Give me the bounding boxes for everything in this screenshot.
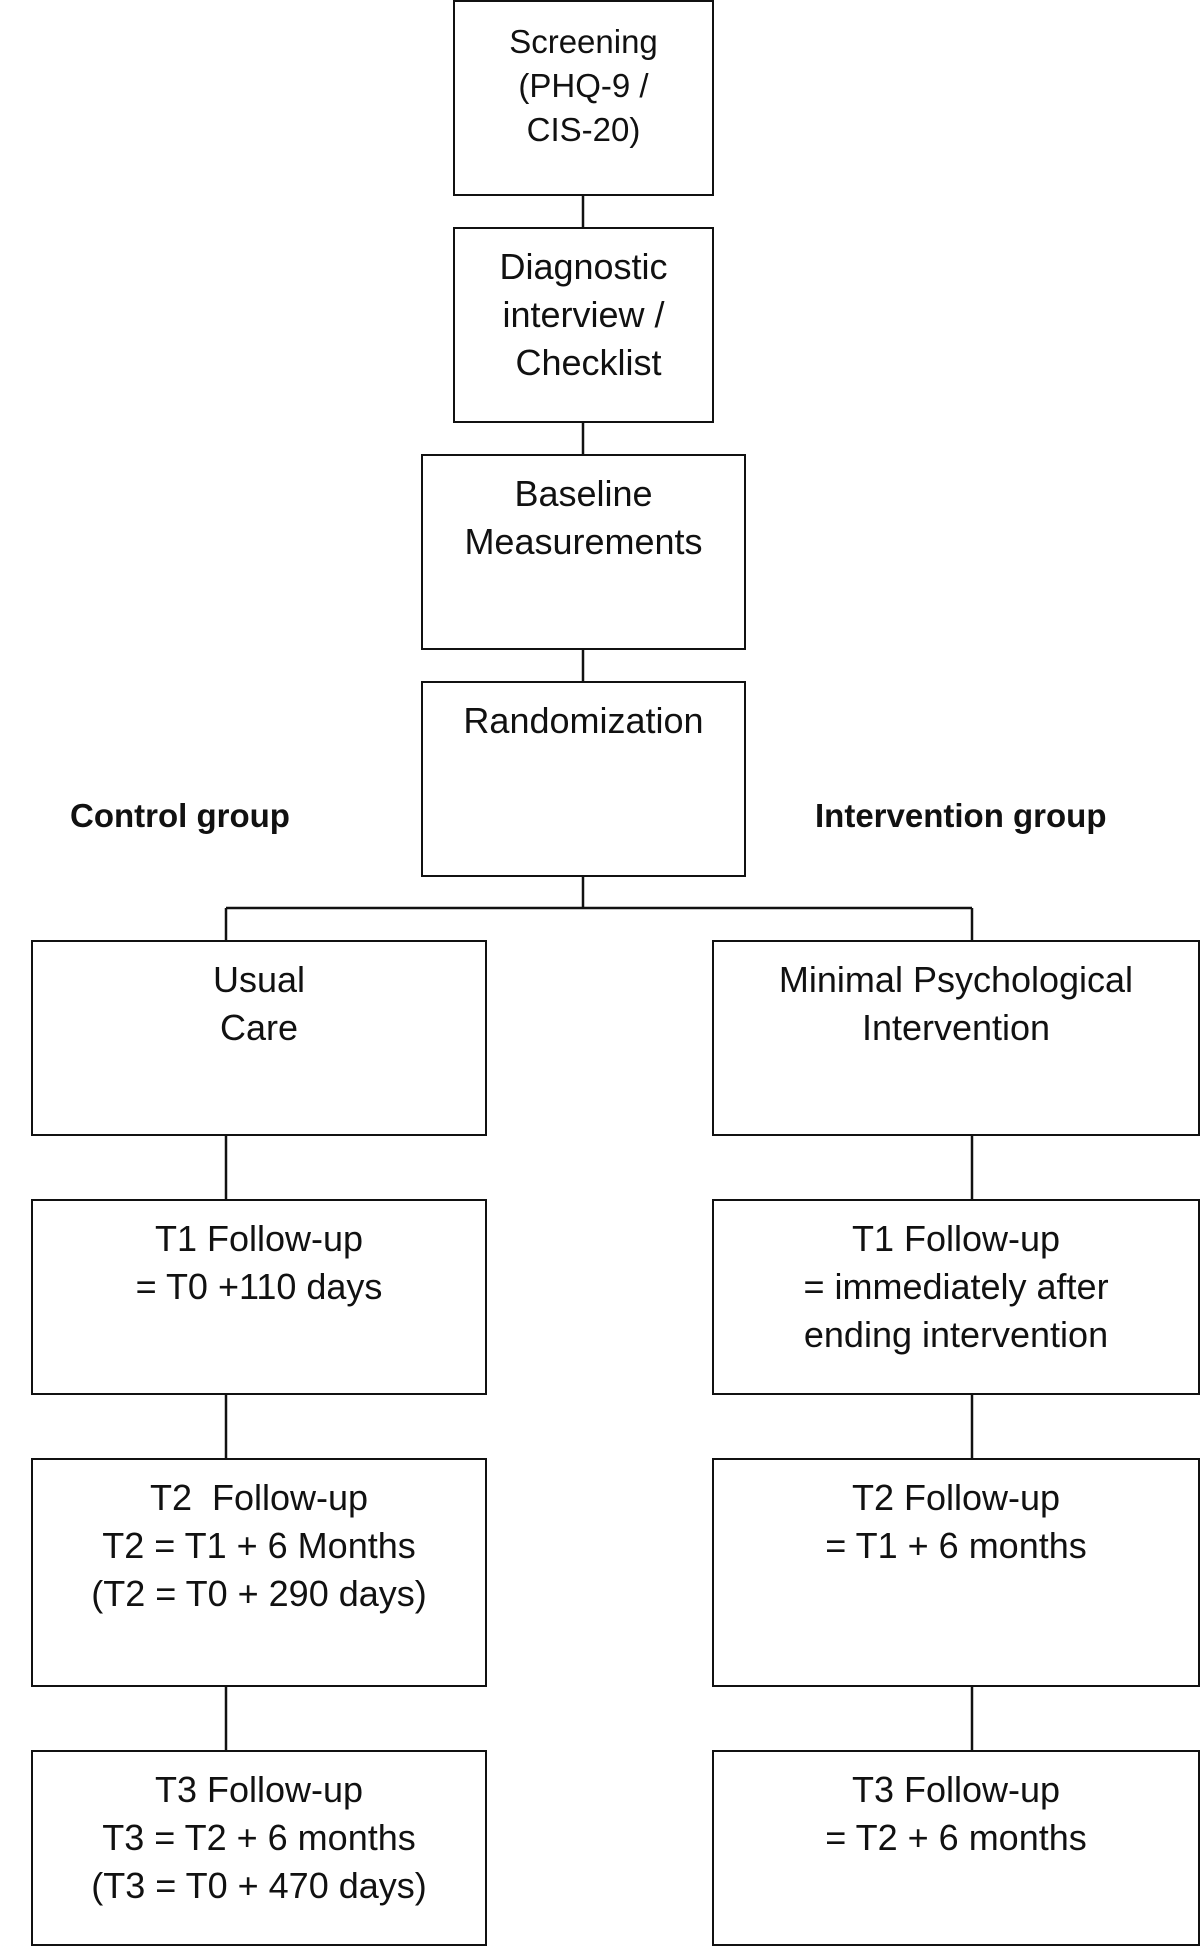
randomization-box: Randomization <box>421 681 746 877</box>
mpi-line-2: Intervention <box>861 1007 1051 1048</box>
usual-care-line-1: Usual <box>212 959 306 1000</box>
baseline-line-2: Measurements <box>464 521 703 562</box>
intervention-t3-line-1: T3 Follow-up <box>851 1769 1061 1810</box>
diagnostic-interview-box: Diagnostic interview / Checklist <box>453 227 714 423</box>
intervention-t1-follow-up-box: T1 Follow-up = immediately after ending … <box>712 1199 1200 1395</box>
intervention-t1-line-3: ending intervention <box>803 1314 1109 1355</box>
mpi-line-1: Minimal Psychological <box>778 959 1134 1000</box>
intervention-t2-line-1: T2 Follow-up <box>851 1477 1061 1518</box>
control-t1-line-2: = T0 +110 days <box>135 1266 383 1307</box>
randomization-line-1: Randomization <box>463 700 704 741</box>
usual-care-box: Usual Care <box>31 940 487 1136</box>
screening-line-2: (PHQ-9 / <box>518 67 649 104</box>
baseline-line-1: Baseline <box>514 473 653 514</box>
control-t2-line-1: T2 Follow-up <box>149 1477 369 1518</box>
intervention-t2-follow-up-box: T2 Follow-up = T1 + 6 months <box>712 1458 1200 1687</box>
diagnostic-line-3: Checklist <box>505 342 662 383</box>
intervention-t1-line-1: T1 Follow-up <box>851 1218 1061 1259</box>
intervention-t3-follow-up-box: T3 Follow-up = T2 + 6 months <box>712 1750 1200 1946</box>
control-group-label: Control group <box>70 797 290 834</box>
control-t1-follow-up-box: T1 Follow-up = T0 +110 days <box>31 1199 487 1395</box>
diagnostic-line-1: Diagnostic <box>499 246 668 287</box>
intervention-t3-line-2: = T2 + 6 months <box>825 1817 1087 1858</box>
control-t3-line-1: T3 Follow-up <box>154 1769 364 1810</box>
control-t3-line-2: T3 = T2 + 6 months <box>102 1817 416 1858</box>
usual-care-line-2: Care <box>219 1007 299 1048</box>
baseline-measurements-box: Baseline Measurements <box>421 454 746 650</box>
intervention-t1-line-2: = immediately after <box>803 1266 1109 1307</box>
screening-line-1: Screening <box>509 23 658 60</box>
control-t3-follow-up-box: T3 Follow-up T3 = T2 + 6 months (T3 = T0… <box>31 1750 487 1946</box>
screening-line-3: CIS-20) <box>526 111 641 148</box>
control-t2-line-3: (T2 = T0 + 290 days) <box>91 1573 427 1614</box>
minimal-psychological-intervention-box: Minimal Psychological Intervention <box>712 940 1200 1136</box>
intervention-group-label: Intervention group <box>815 797 1107 834</box>
screening-box: Screening (PHQ-9 / CIS-20) <box>453 0 714 196</box>
control-t2-follow-up-box: T2 Follow-up T2 = T1 + 6 Months (T2 = T0… <box>31 1458 487 1687</box>
control-t2-line-2: T2 = T1 + 6 Months <box>102 1525 416 1566</box>
control-t1-line-1: T1 Follow-up <box>154 1218 364 1259</box>
intervention-t2-line-2: = T1 + 6 months <box>825 1525 1087 1566</box>
control-t3-line-3: (T3 = T0 + 470 days) <box>91 1865 427 1906</box>
diagnostic-line-2: interview / <box>502 294 665 335</box>
